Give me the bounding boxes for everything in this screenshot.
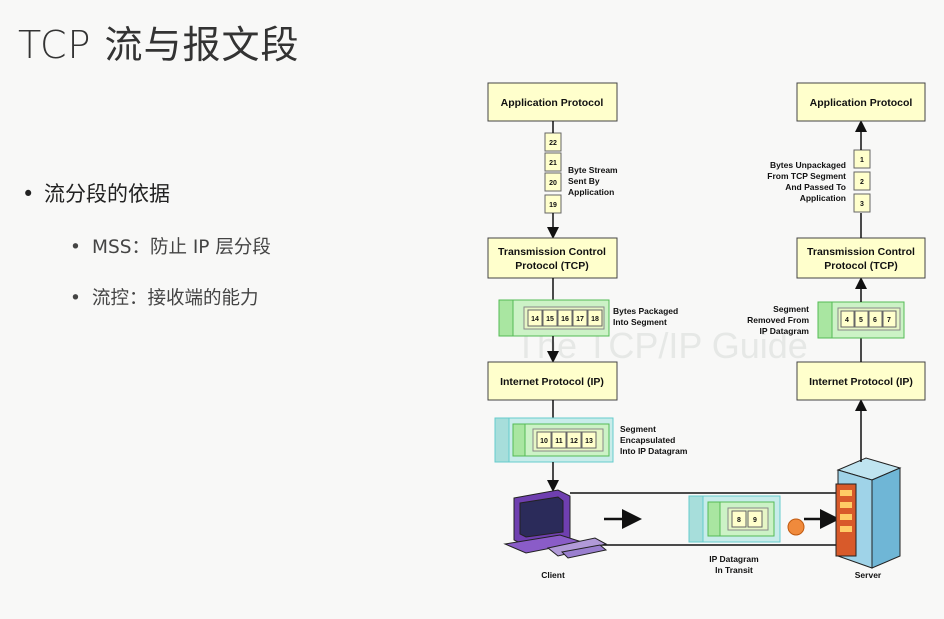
server-tcp-label-1: Transmission Control [807,246,915,258]
client-app-protocol-label: Application Protocol [501,97,604,109]
client-tcp-box [487,237,618,279]
client-stream-label: Byte Stream Sent By Application [568,165,618,197]
byte-cell: 6 [873,317,877,324]
svg-text:Byte Stream: Byte Stream [568,165,618,175]
svg-text:In Transit: In Transit [715,565,753,575]
byte-cell: 18 [591,316,599,323]
client-tcp-label-1: Transmission Control [498,246,606,258]
byte-cell: 17 [576,316,584,323]
svg-text:And Passed To: And Passed To [785,182,846,192]
server-byte-stream: 1 2 3 [853,149,871,213]
svg-text:IP Datagram: IP Datagram [760,326,810,336]
svg-text:Bytes Packaged: Bytes Packaged [613,306,678,316]
byte-cell: 19 [549,202,557,209]
slide-title: TCP 流与报文段 [18,23,300,67]
svg-text:From TCP Segment: From TCP Segment [767,171,846,181]
transit-ip-datagram: 8 9 [688,495,781,543]
svg-text:IP Datagram: IP Datagram [709,554,759,564]
byte-cell: 7 [887,317,891,324]
server-segment-label: Segment Removed From IP Datagram [747,304,809,336]
client-app-protocol-box [487,82,618,122]
svg-text:Encapsulated: Encapsulated [620,435,675,445]
byte-cell: 5 [859,317,863,324]
sub-bullet-flow-control: • 流控：接收端的能力 [70,284,259,310]
client-datagram-label: Segment Encapsulated Into IP Datagram [620,424,688,456]
byte-cell: 22 [549,140,557,147]
server-tower-icon [835,457,902,569]
server-ip-label: Internet Protocol (IP) [809,376,913,388]
sub-bullet-mss: • MSS：防止 IP 层分段 [70,233,271,259]
byte-cell: 14 [531,316,539,323]
byte-cell: 8 [737,517,741,524]
transit-label: IP Datagram In Transit [709,554,759,575]
byte-cell: 13 [585,438,593,445]
client-ip-box [487,361,618,401]
byte-cell: 3 [860,201,864,208]
client-computer-icon [503,489,608,559]
byte-cell: 9 [753,517,757,524]
client-segment-label: Bytes Packaged Into Segment [613,306,678,327]
byte-cell: 2 [860,179,864,186]
bullet-main-text: 流分段的依据 [44,182,170,206]
bullet-dot: • [22,182,35,206]
byte-cell: 15 [546,316,554,323]
client-tcp-label-2: Protocol (TCP) [515,260,589,272]
svg-text:Segment: Segment [773,304,809,314]
byte-cell: 16 [561,316,569,323]
svg-text:Segment: Segment [620,424,656,434]
byte-cell: 1 [860,157,864,164]
svg-text:Into Segment: Into Segment [613,317,667,327]
client-caption: Client [541,570,565,580]
sub-bullet-text: MSS：防止 IP 层分段 [92,237,271,258]
svg-text:Removed From: Removed From [747,315,809,325]
server-ip-box [796,361,926,401]
server-stream-label: Bytes Unpackaged From TCP Segment And Pa… [767,160,846,203]
bullet-dot: • [70,237,81,258]
client-ip-datagram: 10 11 12 13 [494,417,614,463]
svg-text:Sent By: Sent By [568,176,600,186]
cursor-indicator [787,518,805,536]
svg-text:Application: Application [800,193,846,203]
server-tcp-segment: 4 5 6 7 [817,301,905,339]
byte-cell: 20 [549,180,557,187]
bullet-dot: • [70,288,81,309]
bullet-main: • 流分段的依据 [22,178,170,208]
client-byte-stream: 22 21 20 19 [544,132,562,214]
server-caption: Server [855,570,882,580]
sub-bullet-text: 流控：接收端的能力 [92,288,259,309]
server-app-protocol-box [796,82,926,122]
server-app-protocol-label: Application Protocol [810,97,913,109]
byte-cell: 12 [570,438,578,445]
byte-cell: 11 [555,438,563,445]
client-tcp-segment: 14 15 16 17 18 [498,299,610,337]
byte-cell: 10 [540,438,548,445]
svg-text:Bytes Unpackaged: Bytes Unpackaged [770,160,846,170]
server-tcp-label-2: Protocol (TCP) [824,260,898,272]
server-tcp-box [796,237,926,279]
svg-text:Into IP Datagram: Into IP Datagram [620,446,688,456]
byte-cell: 4 [845,317,849,324]
client-ip-label: Internet Protocol (IP) [500,376,604,388]
byte-cell: 21 [549,160,557,167]
svg-text:Application: Application [568,187,614,197]
